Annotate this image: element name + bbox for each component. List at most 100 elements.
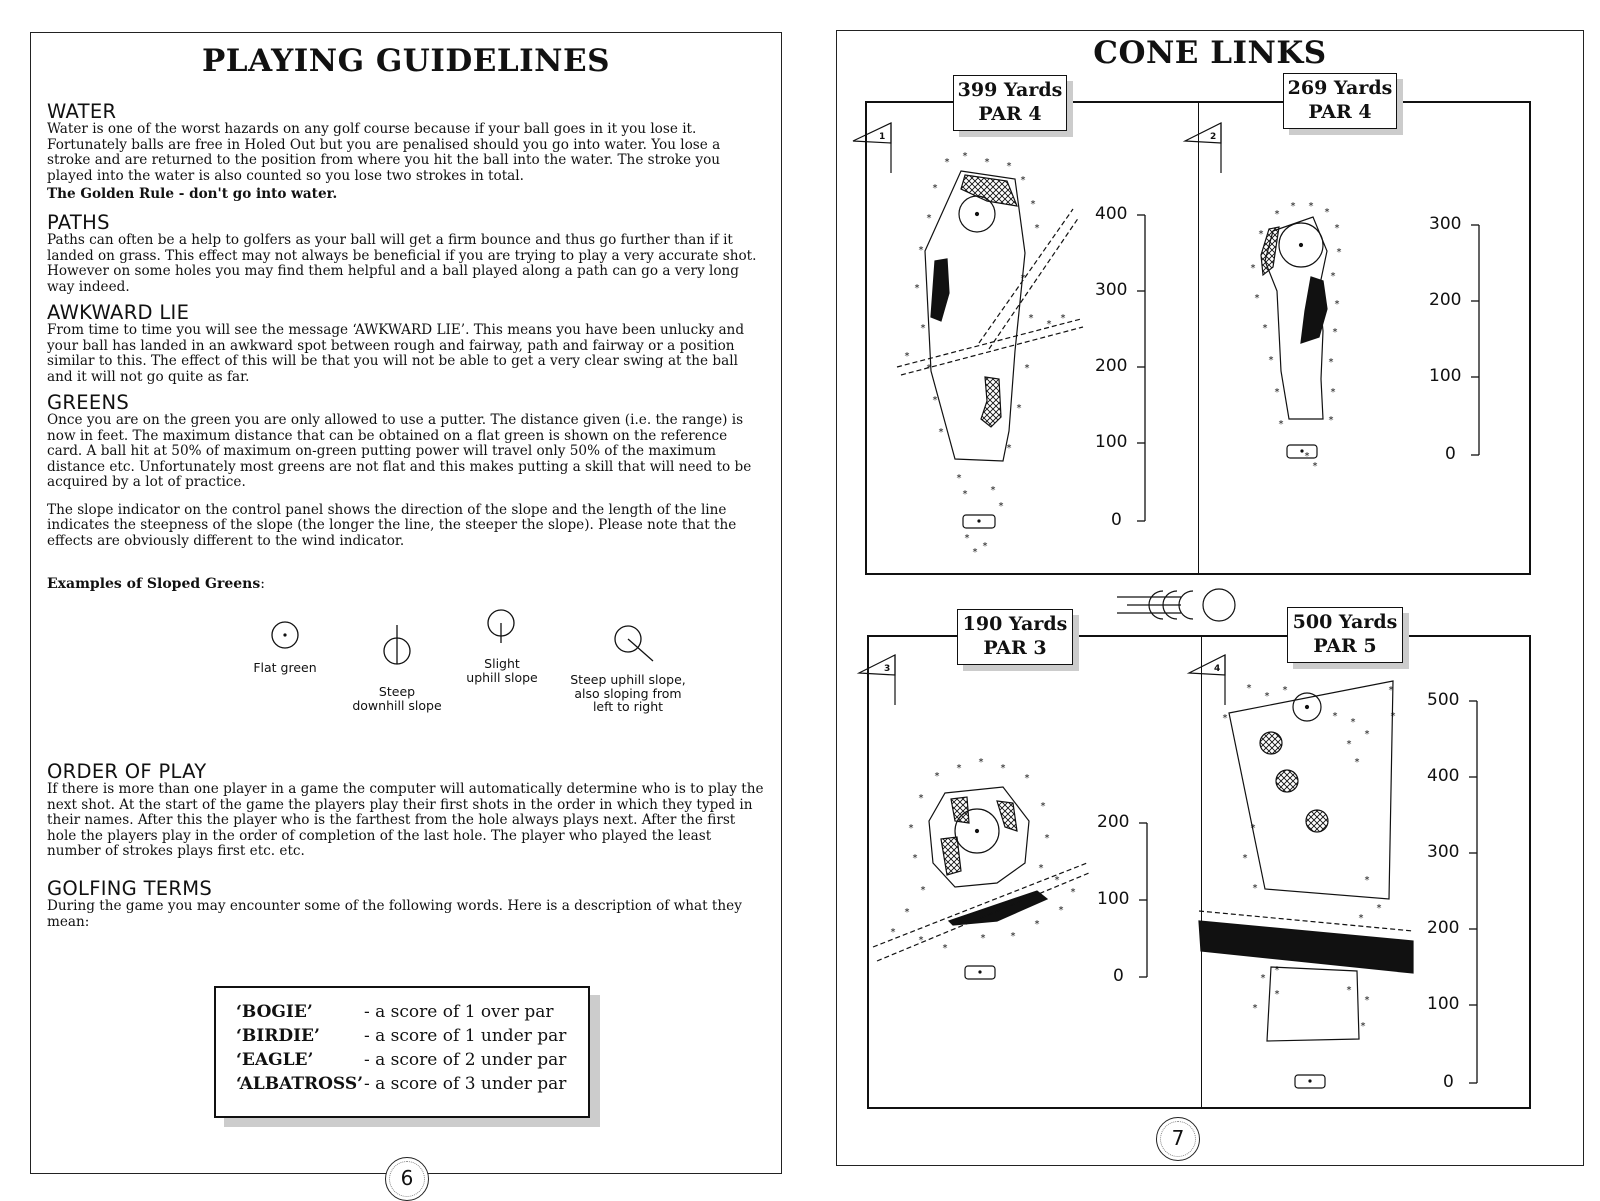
golf-ball-icon [1117,588,1236,622]
svg-text:*: * [983,541,988,552]
hole-4-map [1198,680,1414,1089]
svg-text:*: * [1025,773,1030,784]
svg-text:*: * [981,933,986,944]
section-body: If there is more than one player in a ga… [47,781,764,859]
scale-label: 100 [1427,994,1460,1014]
section-order-of-play: ORDER OF PLAY If there is more than one … [47,761,765,860]
svg-text:*: * [943,943,948,954]
flat-green-label: Flat green [253,660,317,675]
divider [1201,637,1202,1107]
svg-text:*: * [1275,965,1280,976]
flat-green-icon [271,621,299,649]
svg-text:*: * [991,485,996,496]
svg-text:*: * [1265,691,1270,702]
scale-label: 400 [1095,204,1128,224]
svg-text:*: * [1253,883,1258,894]
section-heading: PATHS [47,211,110,234]
svg-text:*: * [1261,973,1266,984]
svg-text:*: * [1035,919,1040,930]
svg-text:*: * [1041,801,1046,812]
hole-3-rough: ********************** [891,757,1076,954]
hole-1-rough: ****************************** [905,151,1066,558]
slight-uphill-icon [487,609,515,643]
svg-text:*: * [1389,685,1394,696]
svg-text:*: * [921,885,926,896]
section-body: During the game you may encounter some o… [47,898,742,930]
svg-text:*: * [913,853,918,864]
svg-text:*: * [1275,387,1280,398]
svg-text:*: * [1061,313,1066,324]
hole-4-rough: ************************ [1223,683,1396,1032]
svg-text:*: * [1011,931,1016,942]
svg-text:*: * [973,547,978,558]
svg-text:*: * [1309,201,1314,212]
section-water: WATER Water is one of the worst hazards … [47,101,765,203]
svg-text:*: * [1361,1021,1366,1032]
page-title: PLAYING GUIDELINES [201,43,611,79]
scale-label: 200 [1427,918,1460,938]
svg-text:*: * [957,473,962,484]
section-body: From time to time you will see the messa… [47,322,745,385]
hole-2-scale [1471,224,1480,456]
section-heading: GOLFING TERMS [47,877,213,900]
svg-text:*: * [1259,229,1264,240]
steep-downhill-icon [383,625,411,665]
section-awkward-lie: AWKWARD LIE From time to time you will s… [47,302,765,385]
page-number: 7 [1156,1117,1200,1161]
svg-text:*: * [1331,271,1336,282]
hole-4-scale [1469,700,1478,1084]
scale-label: 500 [1427,690,1460,710]
section-heading: ORDER OF PLAY [47,760,207,783]
svg-text:*: * [1055,875,1060,886]
svg-text:*: * [985,157,990,168]
scale-label: 200 [1095,356,1128,376]
svg-text:*: * [1333,327,1338,338]
svg-text:*: * [1031,199,1036,210]
section-body: Water is one of the worst hazards on any… [47,121,721,184]
section-heading: WATER [47,100,117,123]
svg-text:*: * [921,323,926,334]
svg-text:*: * [1355,757,1360,768]
scale-label: 100 [1097,889,1130,909]
svg-text:*: * [1351,717,1356,728]
scale-label: 0 [1111,510,1122,530]
scale-label: 200 [1097,812,1130,832]
svg-text:*: * [1377,903,1382,914]
scale-label: 0 [1445,444,1456,464]
svg-text:*: * [909,823,914,834]
svg-text:*: * [927,363,932,374]
svg-text:*: * [933,183,938,194]
svg-text:4: 4 [1214,664,1220,674]
section-body-2: The slope indicator on the control panel… [47,501,737,549]
section-body: Paths can often be a help to golfers as … [47,232,757,295]
hole-1-scale [1137,214,1146,522]
svg-text:*: * [919,793,924,804]
svg-text:*: * [1253,1003,1258,1014]
golf-terms-box: ‘BOGIE’- a score of 1 over par ‘BIRDIE’-… [214,986,590,1118]
svg-text:*: * [1331,387,1336,398]
svg-text:*: * [915,283,920,294]
scale-label: 300 [1427,842,1460,862]
scale-label: 100 [1095,432,1128,452]
svg-text:*: * [1325,207,1330,218]
svg-text:*: * [1335,223,1340,234]
svg-text:*: * [1365,875,1370,886]
scale-label: 0 [1113,966,1124,986]
svg-text:*: * [905,351,910,362]
svg-text:*: * [1017,403,1022,414]
holes-frame-bottom [867,635,1531,1109]
svg-text:*: * [1329,415,1334,426]
svg-text:*: * [1029,313,1034,324]
hole-2-rough: ********************* [1251,201,1342,472]
scale-label: 200 [1429,290,1462,310]
svg-text:*: * [1305,451,1310,462]
page-title: CONE LINKS [1093,35,1327,71]
svg-text:*: * [1251,263,1256,274]
hole-3-map [872,786,1090,980]
section-heading: GREENS [47,391,130,414]
